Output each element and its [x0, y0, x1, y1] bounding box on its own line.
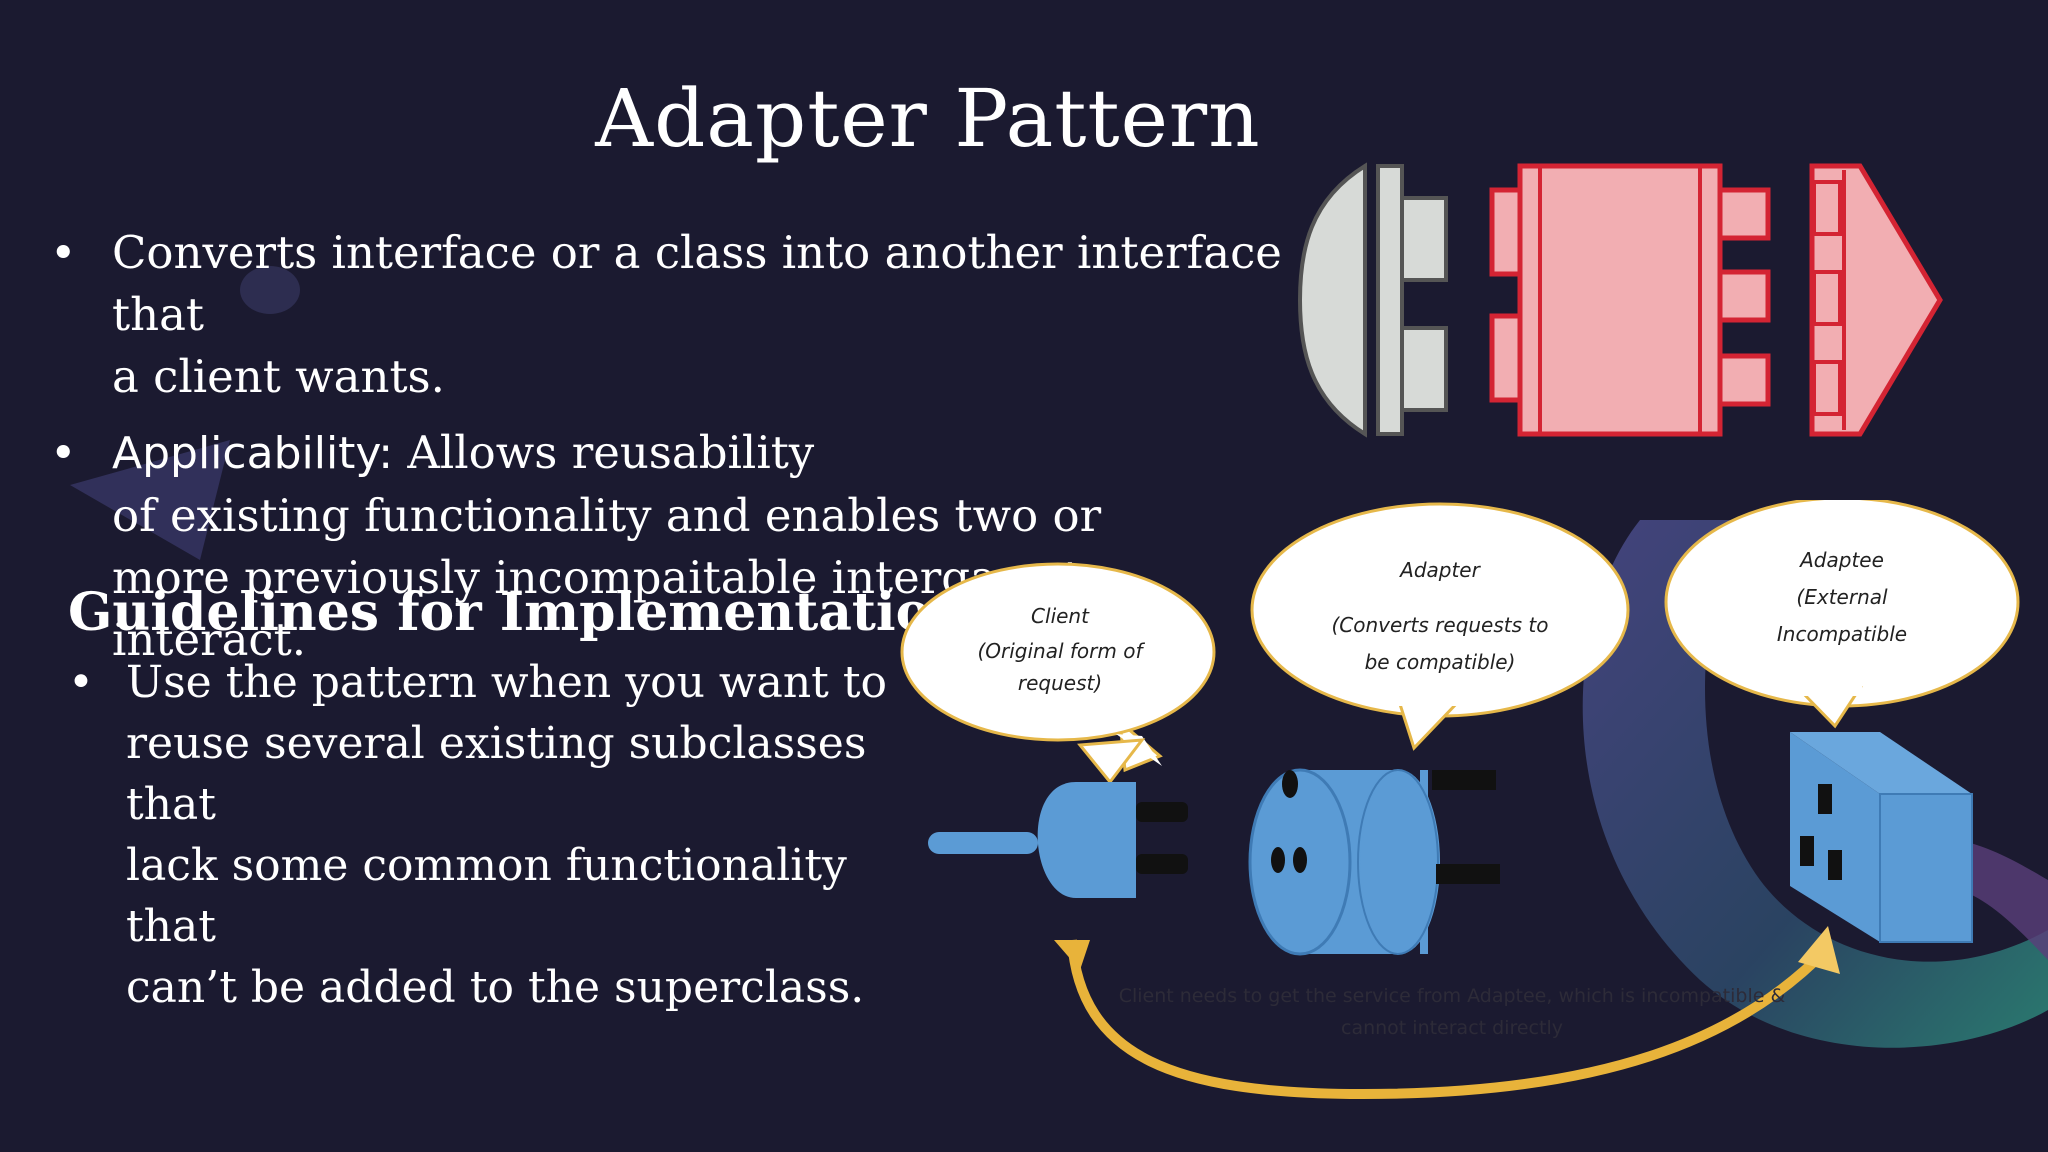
caption-line: cannot interact directly [1341, 1017, 1563, 1039]
adapter-icon [1248, 768, 1500, 956]
adaptee-bubble-line: (External [1796, 585, 1888, 609]
adapter-flow-diagram [900, 500, 2020, 1100]
socket-slot [1812, 360, 1842, 416]
adapter-bubble-line: be compatible) [1364, 650, 1516, 674]
curved-arrow-icon [1054, 926, 1840, 1100]
bullet-dot: • [50, 426, 77, 479]
bullet-text: Allows reusability [393, 426, 815, 479]
guidelines-list: • Use the pattern when you want to reuse… [68, 652, 928, 1032]
decorative-band-shape [1960, 840, 2048, 960]
gray-plug-body [1376, 164, 1404, 436]
bullet-list: • Converts interface or a class into ano… [50, 222, 1310, 685]
bullet-text: Converts interface or a class into anoth… [112, 226, 1282, 341]
page-title: Adapter Pattern [595, 72, 1261, 165]
gray-plug-pin [1400, 196, 1448, 282]
adapter-pin [1717, 187, 1771, 241]
adapter-bubble-line: (Converts requests to [1331, 613, 1549, 637]
adapter-pin [1717, 353, 1771, 407]
guideline-text: reuse several existing subclasses that [126, 718, 867, 830]
adapter-plug-diagram-icon [1297, 162, 1943, 438]
guideline-text: can’t be added to the superclass. [126, 962, 865, 1013]
adapter-sidebar [1489, 187, 1523, 277]
adaptee-bubble [1664, 500, 2020, 729]
client-bubble-text: Client (Original form of request) [940, 598, 1180, 699]
client-bubble-line: request) [1017, 671, 1103, 695]
bullet-text: a client wants. [112, 350, 445, 403]
socket-slot [1812, 180, 1842, 236]
client-bubble-line: (Original form of [977, 639, 1143, 663]
bullet-converts: • Converts interface or a class into ano… [50, 222, 1310, 408]
adapter-bubble [1077, 502, 1630, 785]
guideline-text: lack some common functionality that [126, 840, 847, 952]
adapter-inner-line [1538, 164, 1702, 436]
socket-cube-icon [1790, 732, 1973, 943]
adapter-body [1517, 163, 1723, 437]
adaptee-bubble-title: Adaptee [1800, 548, 1884, 572]
adaptee-bubble-text: Adaptee (External Incompatible [1722, 542, 1962, 653]
adaptee-bubble-line: Incompatible [1776, 622, 1908, 646]
bullet-applicability: • Applicability: Allows reusability of e… [50, 422, 1310, 671]
bullet-dot: • [68, 657, 94, 708]
decorative-orb [240, 266, 300, 314]
guideline-bullet: • Use the pattern when you want to reuse… [68, 652, 928, 1018]
guideline-text: Use the pattern when you want to [126, 657, 887, 708]
gray-plug-cap [1297, 162, 1367, 438]
adapter-pin [1717, 269, 1771, 323]
client-bubble-title: Client [1031, 604, 1089, 628]
gray-plug-pin [1400, 326, 1448, 412]
adapter-bubble-text: Adapter (Converts requests to be compati… [1300, 552, 1580, 681]
adapter-bubble-title: Adapter [1400, 558, 1480, 582]
diagram-caption: Client needs to get the service from Ada… [1072, 980, 1832, 1044]
bullet-text: of existing functionality and enables tw… [112, 489, 1102, 542]
decorative-cone-shape [70, 440, 230, 560]
applicability-label: Applicability: [112, 428, 394, 479]
bullet-dot: • [50, 226, 77, 279]
plug-icon [928, 782, 1188, 898]
adapter-sidebar [1489, 313, 1523, 403]
socket-slot [1812, 270, 1842, 326]
guidelines-heading: Guidelines for Implementation [68, 582, 969, 643]
caption-line: Client needs to get the service from Ada… [1118, 985, 1786, 1007]
